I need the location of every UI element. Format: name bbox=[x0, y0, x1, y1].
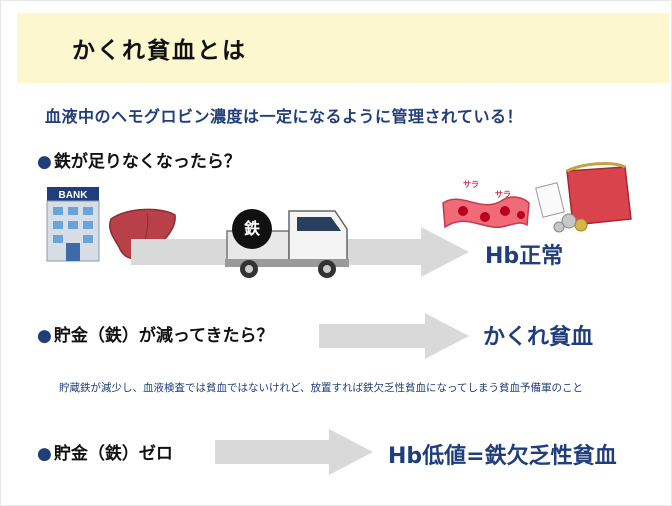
section-3-label: ●貯金（鉄）ゼロ bbox=[37, 439, 173, 464]
bank-sign-text: BANK bbox=[59, 190, 89, 201]
section-2-text: 貯金（鉄）が減ってきたら？ bbox=[53, 326, 274, 346]
section-3-text: 貯金（鉄）ゼロ bbox=[53, 444, 173, 464]
wallet-icon bbox=[535, 162, 632, 233]
bullet-2: ● bbox=[37, 326, 52, 346]
result-3: Hb低値=鉄欠乏性貧血 bbox=[388, 444, 617, 469]
result-1: Hb正常 bbox=[485, 244, 564, 269]
section-2-label: ●貯金（鉄）が減ってきたら？ bbox=[37, 321, 273, 346]
bank-icon: BANK bbox=[46, 187, 100, 262]
blood-label-1: サラ bbox=[463, 180, 479, 189]
truck-iron-label: 鉄 bbox=[232, 209, 272, 249]
title-bar: かくれ貧血とは bbox=[17, 13, 669, 83]
blood-label-2: サラ bbox=[495, 190, 511, 199]
hidden-anemia-note: 貯蔵鉄が減少し、血液検査では貧血ではないけれど、放置すれば鉄欠乏性貧血になってし… bbox=[59, 382, 583, 394]
arrow-3 bbox=[215, 429, 373, 475]
subtitle: 血液中のヘモグロビン濃度は一定になるように管理されている！ bbox=[45, 107, 524, 126]
section-1-text: 鉄が足りなくなったら？ bbox=[53, 152, 241, 172]
slide-title: かくれ貧血とは bbox=[72, 38, 247, 64]
bullet-1: ● bbox=[37, 152, 52, 172]
result-2: かくれ貧血 bbox=[483, 325, 594, 350]
arrow-2 bbox=[319, 313, 469, 359]
section-1-label: ●鉄が足りなくなったら？ bbox=[37, 147, 241, 172]
bullet-3: ● bbox=[37, 444, 52, 464]
blood-vessel-icon bbox=[442, 196, 530, 229]
